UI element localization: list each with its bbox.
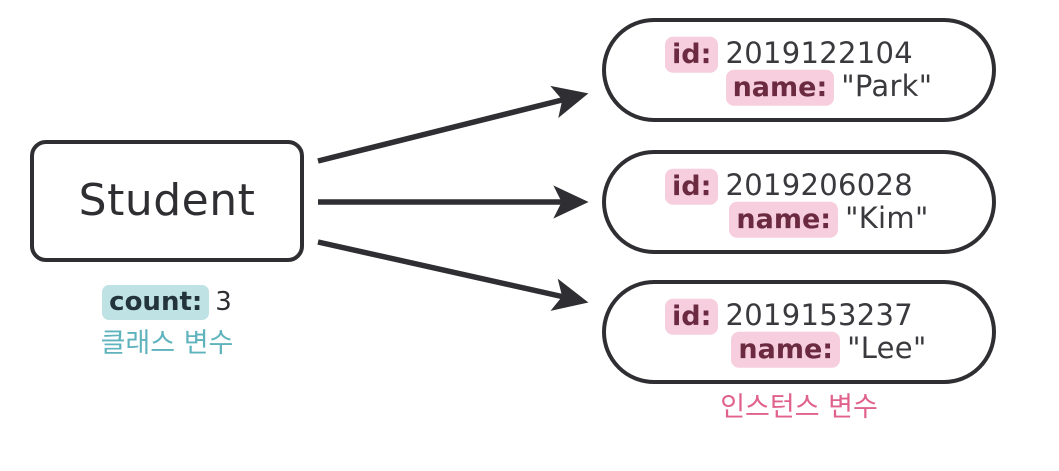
class-variable-line: count:3 [30, 285, 304, 320]
instance-box-3[interactable]: id:2019153237 name:"Lee" [602, 280, 996, 384]
instance-box-1[interactable]: id:2019122104 name:"Park" [602, 18, 996, 122]
instance-name-value: "Park" [841, 69, 933, 103]
class-name-label: Student [78, 175, 256, 226]
instance-name-row-3: name:"Lee" [606, 331, 966, 368]
instance-fields-3: id:2019153237 name:"Lee" [606, 297, 966, 368]
instance-id-value: 2019122104 [725, 35, 913, 70]
instance-id-key: id: [665, 36, 719, 73]
instance-id-value: 2019153237 [725, 297, 913, 332]
instance-name-row-1: name:"Park" [606, 69, 966, 106]
instance-name-value: "Lee" [847, 331, 927, 365]
instance-name-row-2: name:"Kim" [606, 201, 966, 238]
instance-variable-caption: 인스턴스 변수 [720, 392, 878, 423]
instance-id-row-1: id:2019122104 [606, 35, 966, 73]
instance-name-key: name: [729, 202, 839, 238]
class-variable-value: 3 [215, 287, 232, 317]
class-variable-caption: 클래스 변수 [100, 327, 234, 359]
instance-fields-2: id:2019206028 name:"Kim" [606, 167, 966, 238]
arrow-to-instance-3 [317, 239, 589, 311]
class-variable-annotation: count:3 클래스 변수 [30, 285, 304, 360]
instance-id-row-2: id:2019206028 [606, 167, 966, 205]
instance-id-key: id: [665, 298, 719, 335]
instance-id-value: 2019206028 [725, 167, 913, 202]
instance-name-value: "Kim" [845, 201, 929, 235]
class-variable-key: count: [102, 285, 210, 320]
instance-name-key: name: [725, 70, 835, 106]
instance-id-row-3: id:2019153237 [606, 297, 966, 335]
instance-fields-1: id:2019122104 name:"Park" [606, 35, 966, 106]
instance-name-key: name: [731, 332, 841, 368]
class-box-student[interactable]: Student [30, 140, 304, 262]
instance-id-key: id: [665, 168, 719, 205]
instance-box-2[interactable]: id:2019206028 name:"Kim" [602, 150, 996, 254]
arrow-to-instance-1 [317, 85, 589, 164]
